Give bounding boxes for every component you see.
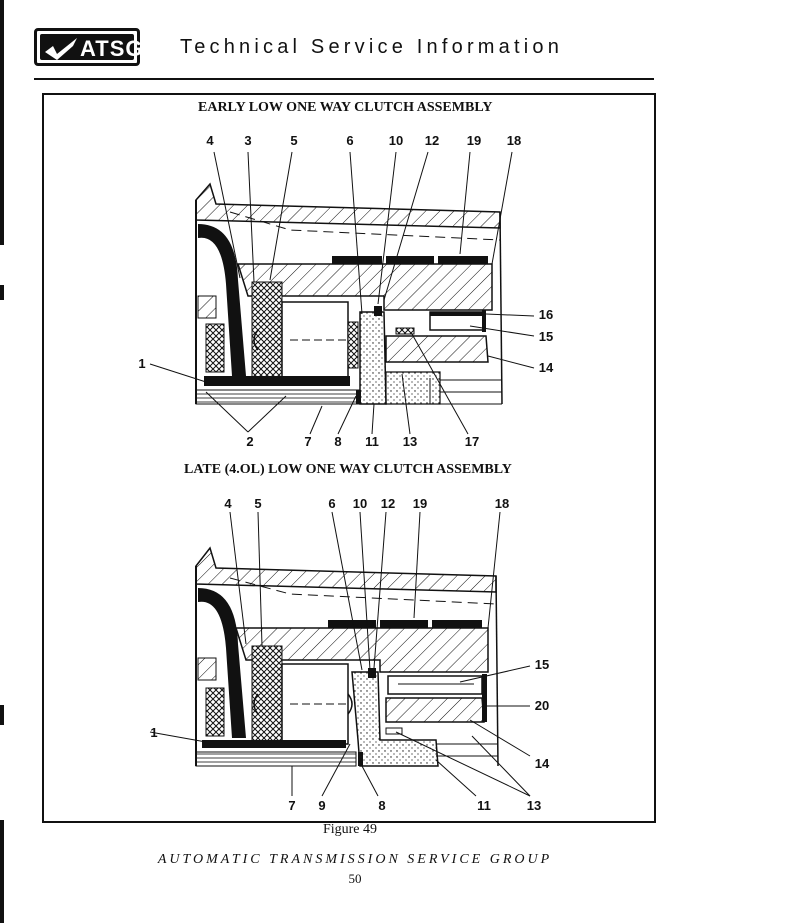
- callout-label: 14: [534, 756, 550, 771]
- callout-label: 8: [378, 798, 386, 813]
- callout-label: 9: [318, 798, 326, 813]
- page-binding-mark: [0, 705, 4, 725]
- page-header: ATSG Technical Service Information: [34, 28, 654, 80]
- callout-label: 14: [538, 360, 554, 375]
- page-number: 50: [348, 871, 362, 886]
- figure-frame: [42, 93, 656, 823]
- page-binding-mark: [0, 285, 4, 300]
- figure-caption: Figure 49: [322, 822, 378, 837]
- callout-label: 6: [346, 133, 354, 148]
- callout-label: 12: [424, 133, 440, 148]
- footer-group-name: AUTOMATIC TRANSMISSION SERVICE GROUP: [157, 852, 553, 867]
- early-clutch-drawing: [195, 182, 503, 405]
- callout-label: 19: [466, 133, 482, 148]
- callout-label: 16: [538, 307, 554, 322]
- callout-label: 18: [494, 496, 510, 511]
- callout-label: 20: [534, 698, 550, 713]
- callout-label: 19: [412, 496, 428, 511]
- callout-label: 7: [288, 798, 296, 813]
- callout-label: 7: [304, 434, 312, 449]
- callout-label: 15: [538, 329, 554, 344]
- callout-label: 15: [534, 657, 550, 672]
- callout-label: 12: [380, 496, 396, 511]
- callout-label: 2: [246, 434, 254, 449]
- early-leader-lines: [149, 151, 535, 435]
- callout-label: 10: [388, 133, 404, 148]
- callout-label: 13: [402, 434, 418, 449]
- callout-label: 10: [352, 496, 368, 511]
- callout-label: 13: [526, 798, 542, 813]
- callout-label: 5: [254, 496, 262, 511]
- header-rule: [34, 78, 654, 80]
- figure-bottom-title: LATE (4.OL) LOW ONE WAY CLUTCH ASSEMBLY: [184, 462, 512, 477]
- callout-label: 4: [206, 133, 214, 148]
- header-title: Technical Service Information: [180, 36, 564, 58]
- callout-label: 17: [464, 434, 480, 449]
- callout-label: 6: [328, 496, 336, 511]
- callout-label: 4: [224, 496, 232, 511]
- late-leader-lines: [149, 511, 531, 797]
- callout-label: 8: [334, 434, 342, 449]
- figure-top-title: EARLY LOW ONE WAY CLUTCH ASSEMBLY: [198, 100, 493, 115]
- late-clutch-drawing: [195, 546, 499, 767]
- checkmark-logo-icon: [45, 38, 77, 60]
- callout-label: 11: [477, 798, 491, 813]
- page-binding-mark: [0, 820, 4, 923]
- callout-label: 18: [506, 133, 522, 148]
- callout-label: 11: [365, 434, 379, 449]
- page-binding-mark: [0, 0, 4, 245]
- callout-label: 1: [150, 725, 158, 740]
- logo-text: ATSG: [80, 36, 144, 61]
- callout-label: 1: [138, 356, 146, 371]
- callout-label: 3: [244, 133, 252, 148]
- callout-label: 5: [290, 133, 298, 148]
- atsg-logo: ATSG: [34, 28, 144, 66]
